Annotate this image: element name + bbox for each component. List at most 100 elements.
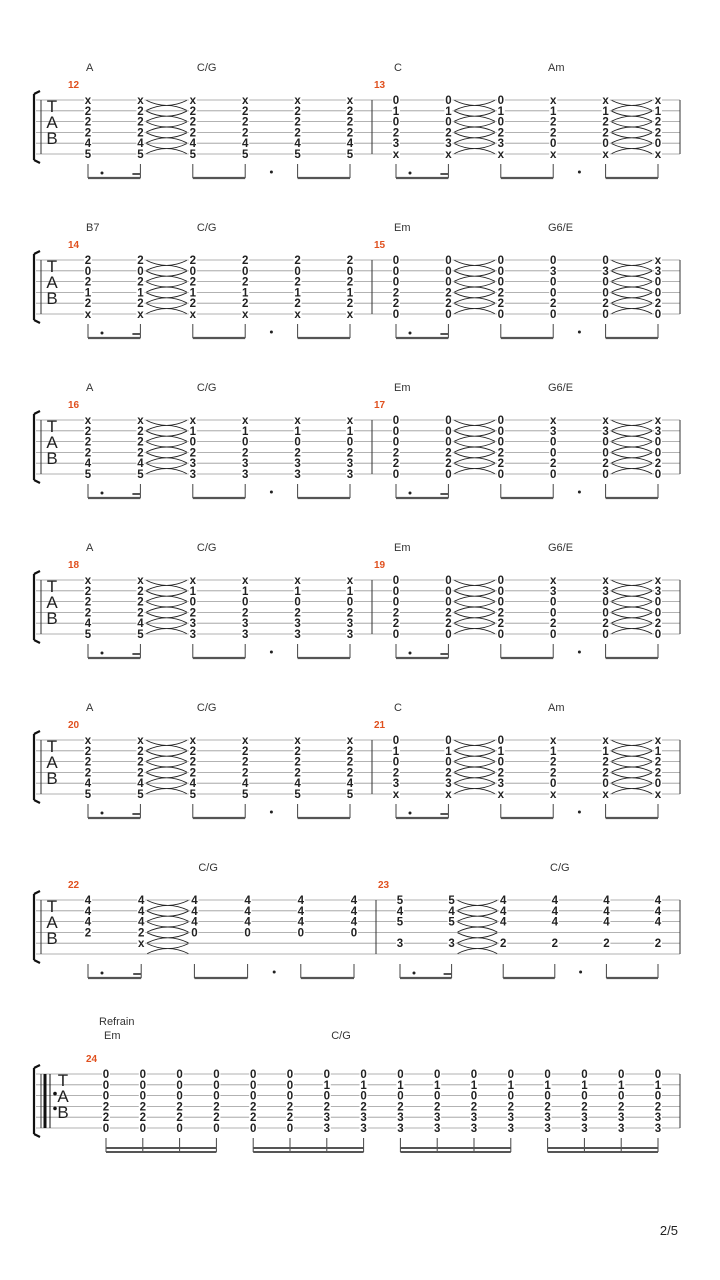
fret-bg — [346, 116, 354, 127]
fret-number: 5 — [397, 895, 404, 907]
fret-bg — [346, 778, 354, 789]
fret-bg — [241, 618, 250, 629]
fret-bg — [444, 255, 453, 265]
measure-number: 17 — [374, 400, 386, 411]
fret-bg — [241, 287, 250, 298]
dot — [100, 971, 104, 975]
fret-bg — [136, 436, 145, 447]
tab-staff: TABx22245x22245x10233x10233x10233x102330… — [32, 570, 681, 660]
fret-number: 0 — [498, 575, 504, 587]
fret-number: 5 — [137, 149, 144, 161]
fret-number: 1 — [581, 1080, 588, 1092]
fret-number: 3 — [294, 618, 300, 630]
fret-bg — [293, 149, 302, 159]
fret-number: 2 — [498, 447, 504, 459]
fret-number: 0 — [471, 1069, 477, 1081]
fret-bg — [543, 1101, 552, 1112]
fret-number: 0 — [602, 447, 608, 459]
fret-number: 1 — [294, 586, 301, 598]
fret-bg — [84, 255, 92, 265]
fret-number: 4 — [448, 906, 455, 918]
fret-bg — [496, 735, 505, 745]
tab-clef-letter: T — [47, 257, 57, 276]
fret-bg — [654, 596, 662, 607]
fret-number: 0 — [655, 629, 661, 641]
fret-bg — [286, 1090, 294, 1101]
fret-bg — [601, 735, 610, 745]
fret-bg — [190, 905, 199, 916]
fret-number: 0 — [242, 437, 248, 449]
fret-number: 4 — [137, 618, 144, 630]
fret-number: 0 — [498, 426, 504, 438]
fret-bg — [496, 596, 505, 607]
fret-bg — [136, 607, 145, 618]
fret-number: 0 — [498, 586, 504, 598]
tie-arc — [611, 612, 653, 624]
fret-number: 3 — [294, 469, 300, 481]
fret-bg — [175, 1069, 184, 1079]
fret-number: 1 — [445, 106, 452, 118]
fret-bg — [447, 938, 456, 949]
fret-bg — [396, 1069, 405, 1079]
chord-name: C — [394, 702, 402, 714]
fret-bg — [293, 287, 302, 298]
fret-bg — [84, 789, 92, 799]
tie-arc — [146, 601, 187, 613]
fret-bg — [136, 287, 145, 298]
fret-number: 4 — [138, 917, 145, 929]
fret-number: 4 — [500, 895, 507, 907]
fret-number: 3 — [242, 629, 248, 641]
fret-number: 3 — [508, 1123, 514, 1135]
fret-bg — [601, 116, 610, 127]
fret-bg — [188, 105, 197, 116]
fret-bg — [601, 149, 610, 159]
chord-name: Am — [548, 62, 565, 74]
fret-number: 3 — [347, 618, 353, 630]
fret-number: 3 — [498, 138, 504, 150]
fret-number: 1 — [137, 287, 144, 299]
fret-number: 2 — [618, 1101, 624, 1113]
fret-number: x — [550, 149, 557, 161]
fret-bg — [654, 1112, 662, 1123]
fret-number: 0 — [176, 1091, 182, 1103]
fret-number: 1 — [550, 106, 557, 118]
tie-arc — [146, 463, 187, 475]
fret-bg — [444, 425, 453, 436]
fret-number: 2 — [655, 127, 661, 139]
fret-number: 4 — [351, 895, 358, 907]
fret-bg — [601, 105, 610, 116]
fret-number: 0 — [287, 1123, 293, 1135]
fret-number: 1 — [242, 586, 249, 598]
fret-number: 3 — [347, 469, 353, 481]
fret-number: 4 — [603, 895, 610, 907]
fret-number: 0 — [176, 1080, 182, 1092]
fret-number: 2 — [137, 277, 143, 289]
fret-bg — [286, 1101, 294, 1112]
measure-number: 20 — [68, 720, 80, 731]
fret-bg — [496, 298, 505, 309]
fret-number: x — [190, 735, 197, 747]
fret-number: 2 — [190, 607, 196, 619]
fret-number: 0 — [347, 597, 353, 609]
fret-number: 2 — [85, 437, 91, 449]
fret-bg — [654, 255, 662, 265]
dot — [100, 171, 104, 175]
fret-bg — [496, 138, 505, 149]
fret-bg — [243, 916, 252, 927]
fret-bg — [190, 916, 199, 927]
fret-bg — [654, 447, 662, 458]
chord-name: Em — [394, 542, 411, 554]
fret-bg — [392, 458, 400, 469]
fret-number: x — [347, 95, 354, 107]
fret-number: 4 — [603, 906, 610, 918]
fret-bg — [392, 415, 400, 425]
fret-bg — [396, 916, 404, 927]
fret-number: 1 — [347, 287, 354, 299]
chord-name: C/G — [196, 382, 217, 394]
fret-number: 0 — [393, 266, 399, 278]
fret-bg — [549, 447, 558, 458]
fret-number: 0 — [445, 735, 451, 747]
fret-bg — [84, 575, 92, 585]
measure-number: 12 — [68, 80, 80, 91]
fret-bg — [84, 425, 92, 436]
